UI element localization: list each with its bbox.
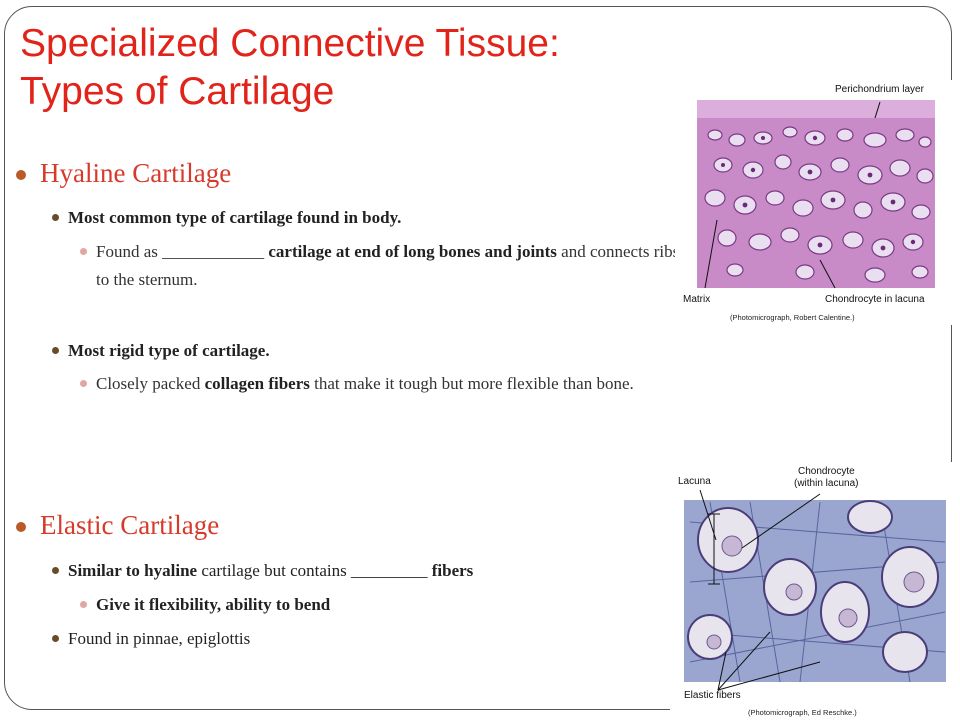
elastic-micrograph: Lacuna Chondrocyte (within lacuna) Elast… (670, 462, 955, 720)
title-line-2: Types of Cartilage (20, 70, 335, 113)
label-perichondrium: Perichondrium layer (835, 84, 924, 95)
heading-elastic: Elastic Cartilage (15, 510, 219, 541)
hyaline-point-2: Most rigid type of cartilage. (52, 341, 672, 361)
label-lacuna: Lacuna (678, 476, 711, 487)
figure1-caption: (Photomicrograph, Robert Calentine.) (730, 313, 855, 322)
label-chondrocyte-lacuna: Chondrocyte in lacuna (825, 294, 925, 305)
figure2-caption: (Photomicrograph, Ed Reschke.) (748, 708, 857, 717)
title-line-1: Specialized Connective Tissue: (20, 22, 560, 65)
elastic-micrograph-image (684, 489, 946, 691)
elastic-point-2: Found in pinnae, epiglottis (52, 629, 672, 649)
label-chondrocyte: Chondrocyte (798, 466, 855, 477)
label-within-lacuna: (within lacuna) (794, 478, 859, 489)
hyaline-micrograph: Perichondrium layer Matrix Chondrocyte i… (675, 80, 955, 325)
slide-frame (4, 6, 952, 710)
slide-title: Specialized Connective Tissue: Types of … (20, 20, 560, 116)
elastic-point-1: Similar to hyaline cartilage but contain… (52, 561, 672, 581)
heading-hyaline: Hyaline Cartilage (15, 158, 231, 189)
hyaline-micrograph-image (697, 100, 935, 289)
label-matrix: Matrix (683, 294, 711, 305)
elastic-point-1-sub: Give it flexibility, ability to bend (80, 591, 660, 619)
hyaline-point-1-sub: Found as ____________ cartilage at end o… (80, 238, 690, 294)
label-elastic-fibers: Elastic fibers (684, 690, 741, 701)
hyaline-point-1: Most common type of cartilage found in b… (52, 208, 672, 228)
hyaline-point-2-sub: Closely packed collagen fibers that make… (80, 370, 660, 398)
